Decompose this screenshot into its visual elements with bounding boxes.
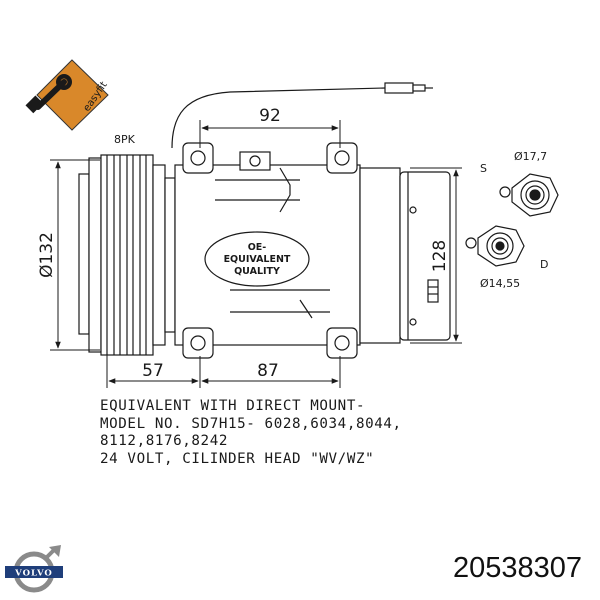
- oe-quality-stamp: OE- EQUIVALENT QUALITY: [204, 231, 310, 287]
- description-line: MODEL NO. SD7H15- 6028,6034,8044,: [100, 415, 402, 432]
- pulley-grooves: [100, 154, 154, 356]
- dimension-mount-spacing-label: 87: [257, 361, 279, 381]
- description-line: EQUIVALENT WITH DIRECT MOUNT-: [100, 398, 366, 414]
- volvo-logo: VOLVO: [5, 545, 63, 593]
- stamp-line-3: QUALITY: [234, 266, 280, 277]
- port-d-diameter: Ø14,55: [480, 277, 520, 290]
- stamp-line-2: EQUIVALENT: [224, 254, 291, 265]
- belt-label: 8PK: [114, 133, 136, 146]
- description-line: 8112,8176,8242: [100, 433, 228, 449]
- dimension-top-width: [199, 120, 341, 148]
- connector-wire: [171, 82, 433, 149]
- description-line: 24 VOLT, CILINDER HEAD "WV/WZ": [100, 450, 375, 467]
- port-s-diameter: Ø17,7: [514, 150, 547, 163]
- dimension-bottom: [106, 355, 341, 388]
- port-s-detail: [499, 173, 559, 217]
- dimension-top-width-label: 92: [259, 106, 281, 126]
- port-s-label: S: [480, 162, 487, 175]
- easyfit-badge: easyfit: [25, 59, 110, 131]
- wrench-icon: [25, 74, 72, 114]
- stamp-line-1: OE-: [248, 242, 267, 253]
- dimension-height: [410, 167, 462, 344]
- dimension-pulley-diameter-label: Ø132: [37, 232, 57, 278]
- dimension-pulley-diameter: [50, 159, 100, 351]
- description-block: EQUIVALENT WITH DIRECT MOUNT- MODEL NO. …: [100, 398, 500, 468]
- pulley: [78, 154, 176, 356]
- dimension-pulley-offset-label: 57: [142, 361, 164, 381]
- port-d-detail: [465, 225, 525, 267]
- dimension-height-label: 128: [430, 240, 450, 272]
- volvo-wordmark: VOLVO: [14, 569, 53, 579]
- port-d-label: D: [540, 258, 548, 271]
- part-number: 20538307: [452, 552, 582, 584]
